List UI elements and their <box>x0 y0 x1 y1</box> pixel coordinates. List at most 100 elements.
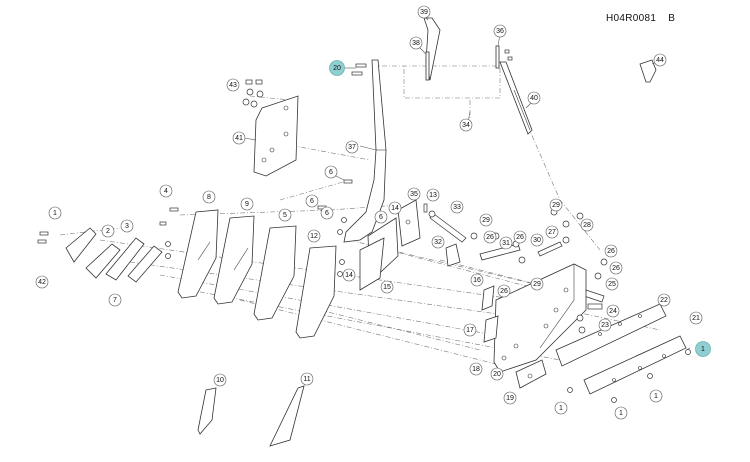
callout-label: 26 <box>607 248 615 255</box>
callout-label: 29 <box>533 281 541 288</box>
bolt-23 <box>576 314 586 334</box>
bolt-group-4 <box>159 207 179 259</box>
callout-label: 20 <box>493 371 501 378</box>
callout-circle <box>513 230 527 244</box>
callout-circle <box>653 53 667 67</box>
callout-circle <box>388 201 402 215</box>
pin-38 <box>425 51 430 81</box>
callout-c40: 40 <box>527 91 541 105</box>
callout-c30: 30 <box>530 233 544 247</box>
bolt-20 <box>351 63 367 76</box>
callout-circle <box>649 389 663 403</box>
callout-label: 17 <box>466 327 474 334</box>
bolt-group-43 <box>242 79 264 108</box>
callout-circle <box>417 5 431 19</box>
callout-c16: 16 <box>470 273 484 287</box>
revision-letter: B <box>668 13 676 24</box>
callout-circle <box>324 165 338 179</box>
callout-label: 37 <box>348 144 356 151</box>
callout-c24: 24 <box>606 304 620 318</box>
plate-21 <box>583 335 687 395</box>
tine-12 <box>295 245 337 339</box>
callout-c33: 33 <box>450 200 464 214</box>
callout-circle <box>604 244 618 258</box>
block-32 <box>445 243 461 267</box>
callout-c1a: 1 <box>48 206 62 220</box>
callout-c3: 3 <box>120 219 134 233</box>
frame-18 <box>493 263 587 373</box>
callout-c1b: 1 <box>695 341 711 357</box>
callout-label: 1 <box>701 346 705 353</box>
tine-8 <box>177 209 219 299</box>
callout-label: 29 <box>552 202 560 209</box>
callout-circle <box>426 188 440 202</box>
callout-c20b: 20 <box>490 367 504 381</box>
callout-c28: 28 <box>580 218 594 232</box>
callout-c26e: 26 <box>497 284 511 298</box>
callout-c9: 9 <box>240 197 254 211</box>
plate-22 <box>555 303 667 367</box>
callout-label: 39 <box>420 9 428 16</box>
callout-circle <box>503 391 517 405</box>
callout-c6a: 6 <box>324 165 338 179</box>
callout-label: 31 <box>502 240 510 247</box>
plate-19 <box>515 359 547 389</box>
callout-label: 15 <box>383 284 391 291</box>
callout-c42: 42 <box>35 275 49 289</box>
callout-circle <box>300 372 314 386</box>
callout-circle <box>463 323 477 337</box>
bolt-28 <box>562 220 570 228</box>
spring-rod <box>499 61 533 135</box>
callout-c44: 44 <box>653 53 667 67</box>
plate-17 <box>483 315 499 343</box>
callout-label: 12 <box>310 233 318 240</box>
clamp-3 <box>105 237 145 281</box>
callout-circle <box>554 401 568 415</box>
callout-label: 26 <box>500 288 508 295</box>
callout-c26d: 26 <box>609 261 623 275</box>
callout-label: 5 <box>283 212 287 219</box>
clamp-7 <box>127 245 163 283</box>
shank-stem <box>343 59 387 243</box>
bolt-24 <box>587 303 603 310</box>
callout-c29c: 29 <box>530 277 544 291</box>
callout-circle <box>689 311 703 325</box>
callout-label: 44 <box>656 57 664 64</box>
tine-9 <box>213 215 255 305</box>
callout-c2: 2 <box>101 224 115 238</box>
bolt-27 <box>562 236 570 244</box>
callout-circle <box>101 224 115 238</box>
plate-16 <box>481 285 495 311</box>
callout-circle <box>614 406 628 420</box>
callout-circle <box>307 229 321 243</box>
callout-c1e: 1 <box>614 406 628 420</box>
callout-label: 28 <box>583 222 591 229</box>
callout-circle <box>469 362 483 376</box>
callout-circle <box>606 304 620 318</box>
callout-circle <box>213 373 227 387</box>
callout-circle <box>278 208 292 222</box>
callout-label: 30 <box>533 237 541 244</box>
callout-c23: 23 <box>598 318 612 332</box>
callout-circle <box>493 24 507 38</box>
callout-label: 41 <box>235 135 243 142</box>
callout-c43: 43 <box>226 78 240 92</box>
callout-circle <box>459 118 473 132</box>
callout-label: 4 <box>164 188 168 195</box>
callout-circle <box>232 131 246 145</box>
callout-c26c: 26 <box>604 244 618 258</box>
callout-circle <box>609 261 623 275</box>
callout-label: 21 <box>692 315 700 322</box>
callout-c19: 19 <box>503 391 517 405</box>
callout-label: 22 <box>660 297 668 304</box>
callout-label: 26 <box>486 234 494 241</box>
callout-label: 18 <box>472 366 480 373</box>
callout-circle <box>407 187 421 201</box>
callout-label: 9 <box>245 201 249 208</box>
callout-c6b: 6 <box>305 194 319 208</box>
callout-circle <box>470 273 484 287</box>
callout-circle <box>48 206 62 220</box>
callout-c26a: 26 <box>483 230 497 244</box>
callout-circle <box>409 36 423 50</box>
